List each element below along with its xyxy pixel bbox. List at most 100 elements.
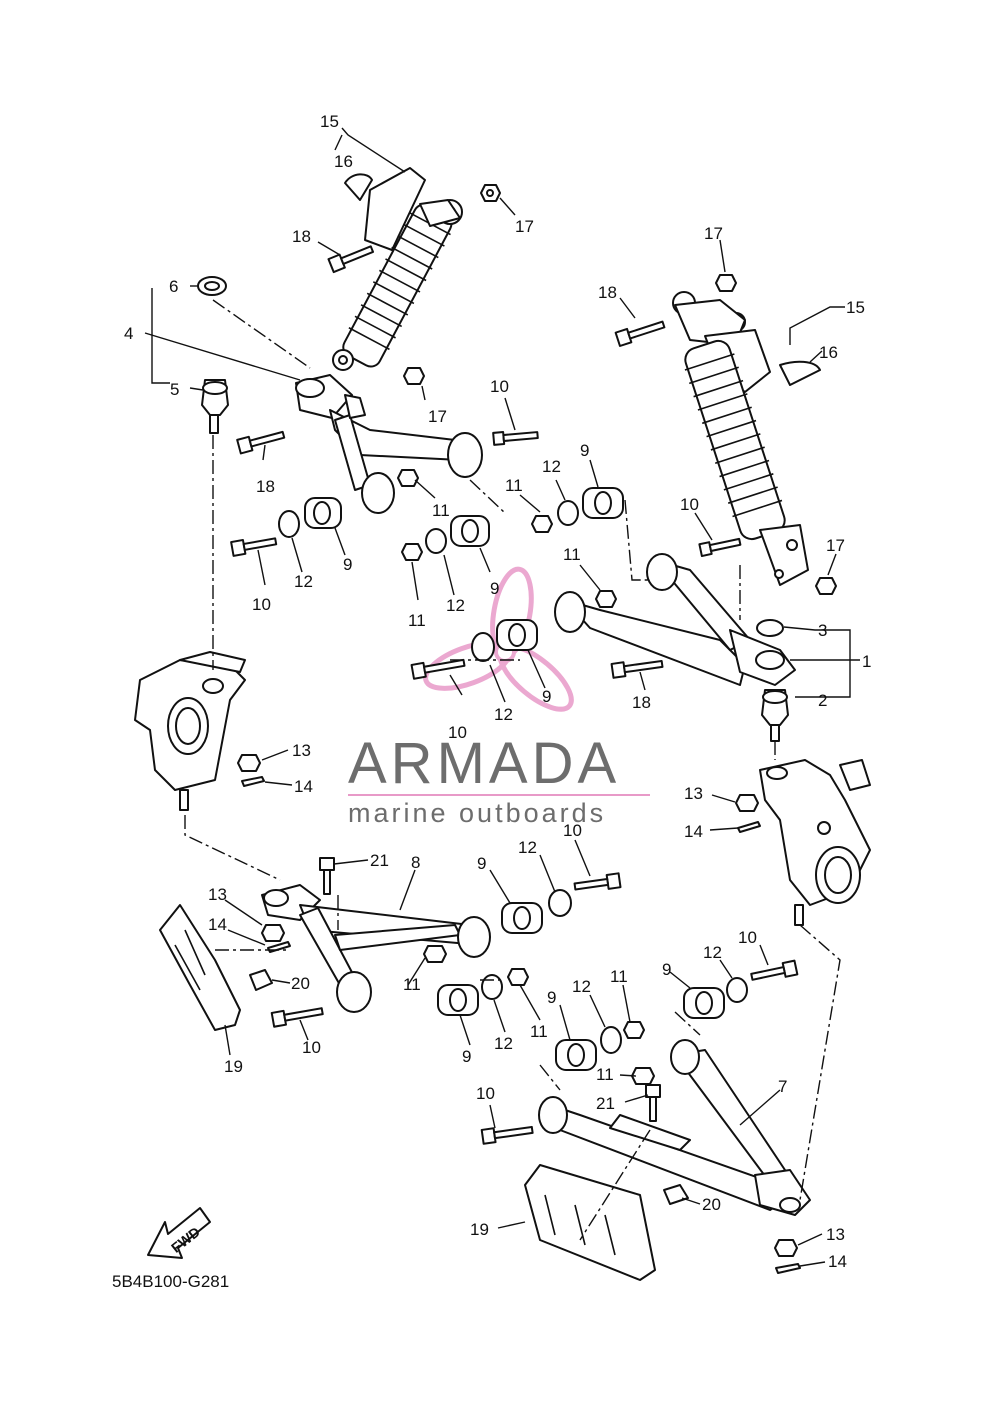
callout-19-left: 19 — [224, 1057, 243, 1076]
skid-plate-19-b — [524, 1164, 656, 1281]
bushing-9-d — [496, 619, 538, 651]
nut-11-g — [623, 1021, 645, 1039]
washer-12-g — [600, 1026, 622, 1054]
nut-17-d — [815, 577, 837, 595]
callout-13-left-upper: 13 — [292, 741, 311, 760]
callout-18-right: 18 — [598, 283, 617, 302]
callout-17-right-top: 17 — [704, 224, 723, 243]
callout-11-right: 11 — [505, 476, 523, 495]
left-ball-joint — [201, 379, 229, 434]
callout-16-left: 16 — [334, 152, 353, 171]
callout-18-center: 18 — [632, 693, 651, 712]
nut-11-f — [507, 968, 529, 986]
callout-7: 7 — [778, 1077, 787, 1096]
bolt-10-c — [410, 658, 466, 680]
callout-20-right: 20 — [702, 1195, 721, 1214]
right-steering-knuckle — [759, 759, 871, 926]
right-upper-arm — [554, 553, 796, 686]
nut-13-b — [735, 794, 759, 812]
left-steering-knuckle — [134, 651, 246, 811]
callout-11-lower-left: 11 — [403, 975, 421, 994]
clip-nut-20-b — [663, 1184, 689, 1205]
washer-12-h — [726, 977, 748, 1003]
washer-12-c — [557, 500, 579, 526]
callout-9-lower-center: 9 — [547, 988, 556, 1007]
nut-17-c — [715, 274, 737, 292]
left-shock-absorber — [332, 167, 463, 371]
nut-13-a — [237, 754, 261, 772]
bolt-21-b — [645, 1084, 661, 1122]
bushing-9-c — [582, 487, 624, 519]
right-clip — [756, 619, 784, 637]
bolt-10-d — [698, 537, 742, 558]
left-upper-arm — [295, 374, 483, 514]
bolt-10-g — [480, 1125, 534, 1145]
callout-9-mid: 9 — [490, 579, 499, 598]
callout-5: 5 — [170, 380, 179, 399]
callout-12-lower-left: 12 — [518, 838, 537, 857]
callout-12-center: 12 — [494, 705, 513, 724]
callout-13-bottom: 13 — [826, 1225, 845, 1244]
watermark-brand: ARMADA — [348, 731, 620, 796]
callout-17-top: 17 — [515, 217, 534, 236]
cotter-pin-14-a — [241, 776, 265, 787]
leader-lines — [144, 127, 860, 1267]
washer-12-b — [425, 528, 447, 554]
callout-3: 3 — [818, 621, 827, 640]
callout-13-right-upper: 13 — [684, 784, 703, 803]
bushing-9-e — [501, 902, 543, 934]
callout-17-right: 17 — [826, 536, 845, 555]
left-lower-arm — [261, 884, 491, 1013]
watermark-tagline: marine outboards — [348, 798, 606, 828]
callout-14-right-upper: 14 — [684, 822, 703, 841]
nut-13-c — [261, 924, 285, 942]
callout-9-lower-left: 9 — [477, 854, 486, 873]
bolt-10-e — [270, 1007, 324, 1028]
callout-11-lower-right: 11 — [596, 1065, 614, 1084]
callout-11-lower-mid: 11 — [530, 1022, 548, 1041]
washer-12-f — [481, 974, 503, 1000]
callout-10-lower-right: 10 — [738, 928, 757, 947]
bolt-18-a — [327, 245, 375, 274]
callout-21-right: 21 — [596, 1094, 615, 1113]
callout-17-mid: 17 — [428, 407, 447, 426]
callout-14-left-upper: 14 — [294, 777, 313, 796]
left-clip — [197, 276, 227, 296]
callout-10-lower-left-b: 10 — [302, 1038, 321, 1057]
washer-12-e — [548, 889, 572, 917]
callout-14-left-lower: 14 — [208, 915, 227, 934]
bolt-18-b — [236, 430, 286, 455]
bolt-18-c — [614, 320, 666, 347]
callout-1: 1 — [862, 652, 871, 671]
nut-11-e — [423, 945, 447, 963]
callout-10-lower-left: 10 — [563, 821, 582, 840]
bushing-9-a — [304, 497, 342, 529]
callout-9-lower-mid: 9 — [462, 1047, 471, 1066]
callout-10-top: 10 — [490, 377, 509, 396]
callout-9-lower-right: 9 — [662, 960, 671, 979]
clip-nut-20-a — [249, 969, 273, 991]
callout-12-lower-center: 12 — [572, 977, 591, 996]
bolt-10-a — [230, 537, 278, 557]
nut-13-d — [774, 1239, 798, 1257]
callout-11-lower-center: 11 — [610, 967, 628, 986]
callout-19-right: 19 — [470, 1220, 489, 1239]
callout-9-center: 9 — [542, 687, 551, 706]
nut-11-c — [531, 515, 553, 533]
callout-12-mid: 12 — [446, 596, 465, 615]
callout-11-low: 11 — [408, 611, 426, 630]
bolt-10-h — [750, 959, 799, 981]
callout-12-right: 12 — [542, 457, 561, 476]
callout-10-left: 10 — [252, 595, 271, 614]
callout-10-bottom: 10 — [476, 1084, 495, 1103]
callout-labels: 15 16 17 18 6 4 5 17 18 10 12 9 11 10 12… — [124, 112, 871, 1271]
callout-6: 6 — [169, 277, 178, 296]
nut-17-b — [403, 367, 425, 385]
callout-10-center: 10 — [448, 723, 467, 742]
callout-12-left: 12 — [294, 572, 313, 591]
callout-20-left: 20 — [291, 974, 310, 993]
right-lower-arm — [538, 1039, 811, 1216]
washer-12-d — [471, 632, 495, 662]
callout-10-right: 10 — [680, 495, 699, 514]
